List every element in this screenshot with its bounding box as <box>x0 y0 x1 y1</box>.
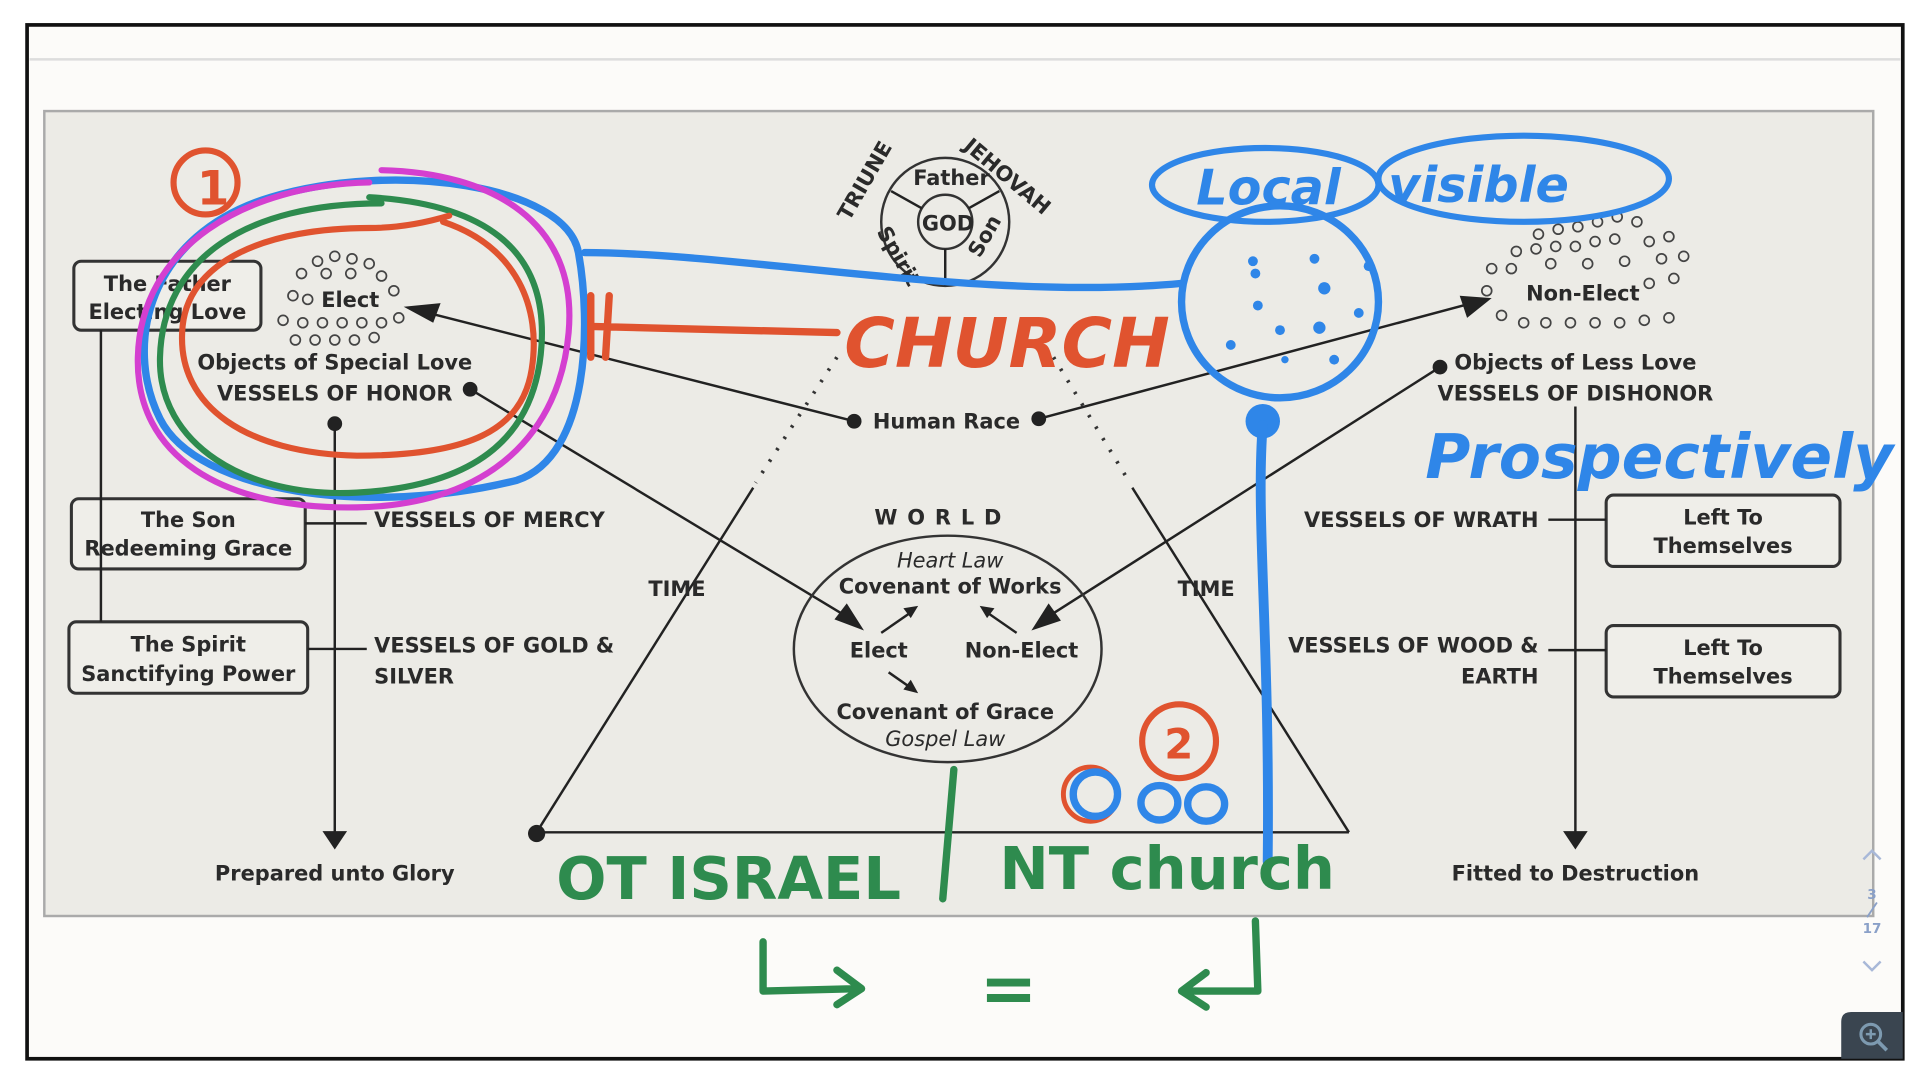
gospel-law: Gospel Law <box>885 727 1006 751</box>
chevron-down-icon[interactable] <box>1862 960 1882 972</box>
world-elect: Elect <box>850 639 908 663</box>
annotation-number-2: 2 <box>1164 719 1193 768</box>
annotation-number-1: 1 <box>197 163 230 217</box>
zoom-in-icon <box>1859 1022 1883 1046</box>
chevron-up-icon[interactable] <box>1862 849 1882 861</box>
annotation-prospectively: Prospectively <box>1425 421 1896 493</box>
non-elect-label: Non-Elect <box>1526 282 1639 306</box>
father-label: Father <box>913 166 990 190</box>
ink-annotations: 1 CHURCH Local visible Prospectively 2 O… <box>134 132 1896 1029</box>
annotation-nt-church: NT church <box>999 834 1335 903</box>
covenant-of-grace: Covenant of Grace <box>836 700 1054 724</box>
vessels-wood-line1: VESSELS OF WOOD & <box>1288 634 1538 658</box>
elect-label: Elect <box>321 288 379 312</box>
annotation-local: Local <box>1196 159 1342 217</box>
box-line2: Themselves <box>1653 534 1792 558</box>
box-line2: Sanctifying Power <box>81 662 296 686</box>
vessels-of-wrath: VESSELS OF WRATH <box>1304 508 1538 532</box>
vessels-of-mercy: VESSELS OF MERCY <box>374 508 605 532</box>
god-label: GOD <box>922 211 974 235</box>
vessels-gold-line2: SILVER <box>374 664 454 688</box>
annotation-ot-israel: OT ISRAEL <box>556 844 901 913</box>
box-line2: Redeeming Grace <box>84 536 292 560</box>
prepared-unto-glory: Prepared unto Glory <box>215 861 455 885</box>
vessels-wood-line2: EARTH <box>1461 664 1538 688</box>
world-non-elect: Non-Elect <box>965 639 1078 663</box>
fitted-to-destruction: Fitted to Destruction <box>1452 861 1699 885</box>
page-current: 3 <box>1867 887 1876 903</box>
box-the-spirit: The Spirit Sanctifying Power <box>67 620 310 695</box>
time-left-label: TIME <box>648 577 705 601</box>
time-right-label: TIME <box>1178 577 1235 601</box>
page-total: 17 <box>1863 921 1882 937</box>
vessels-of-honor: VESSELS OF HONOR <box>217 381 453 405</box>
heart-law: Heart Law <box>897 549 1004 573</box>
box-line1: The Son <box>141 508 236 532</box>
world-label: WORLD <box>874 506 1011 530</box>
non-elect-cluster <box>1480 211 1690 329</box>
box-the-son: The Son Redeeming Grace <box>69 497 307 571</box>
box-left-to-themselves-2: Left To Themselves <box>1604 623 1842 699</box>
vessels-gold-line1: VESSELS OF GOLD & <box>374 634 614 658</box>
annotation-visible: visible <box>1388 156 1569 214</box>
elect-cluster <box>277 250 405 346</box>
box-line1: Left To <box>1683 636 1763 660</box>
annotation-equals: = <box>980 949 1038 1029</box>
box-left-to-themselves-1: Left To Themselves <box>1604 493 1842 568</box>
page-navigator: 3 17 <box>1862 849 1882 972</box>
annotation-church: CHURCH <box>844 304 1170 384</box>
vessels-of-dishonor: VESSELS OF DISHONOR <box>1438 381 1714 405</box>
objects-special-love: Objects of Special Love <box>197 351 472 375</box>
box-line1: Left To <box>1683 506 1763 530</box>
zoom-button[interactable] <box>1841 1012 1903 1059</box>
box-line2: Themselves <box>1653 664 1792 688</box>
objects-less-love: Objects of Less Love <box>1454 351 1696 375</box>
human-race-label: Human Race <box>873 410 1020 434</box>
covenant-of-works: Covenant of Works <box>839 575 1062 599</box>
box-line1: The Spirit <box>131 632 246 656</box>
world-circle <box>792 534 1103 764</box>
